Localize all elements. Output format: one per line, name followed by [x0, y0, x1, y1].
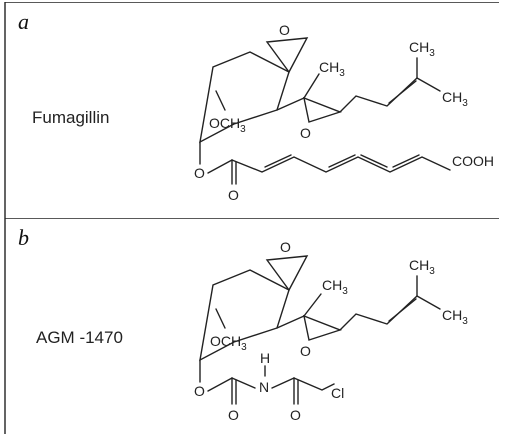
- isoprenyl-double-bond: [388, 80, 417, 104]
- atom-carbonyl-oxygen-2: O: [290, 407, 301, 423]
- atom-epoxide-oxygen: O: [279, 22, 290, 38]
- atom-epoxide-oxygen: O: [280, 239, 291, 255]
- bond-methyl: [303, 293, 322, 317]
- side-epoxide: [303, 96, 343, 123]
- bond-methyl: [303, 73, 320, 99]
- side-epoxide: [303, 314, 343, 341]
- bond-methoxy: [215, 308, 226, 329]
- atom-methyl: CH3: [322, 277, 348, 297]
- polyene-double-4: [392, 154, 420, 168]
- polyene-double-1: [264, 154, 292, 168]
- atom-methoxy: OCH3: [210, 333, 247, 353]
- panel-b-agm1470: b AGM -1470 O OCH3 CH3 O CH3 CH3 O O H N…: [4, 218, 499, 434]
- isoprenyl-chain: [339, 295, 418, 331]
- bond-to-acyl: [271, 377, 295, 389]
- compound-name-fumagillin: Fumagillin: [32, 108, 109, 127]
- panel-b-frame: [4, 218, 499, 434]
- atom-carboxylic-acid: COOH: [452, 153, 494, 169]
- bond-to-nitrogen: [231, 377, 256, 389]
- spiro-epoxide: [265, 255, 309, 292]
- polyene-chain: [231, 156, 451, 173]
- compound-name-agm1470: AGM -1470: [36, 328, 123, 347]
- bond-to-epoxide: [276, 97, 305, 111]
- panel-a-fumagillin: a Fumagillin O OCH3 CH3 O CH3 CH3 O O: [4, 2, 499, 218]
- atom-carbonyl-oxygen-1: O: [228, 407, 239, 423]
- atom-ester-oxygen: O: [194, 165, 205, 181]
- atom-isoprenyl-methyl-top: CH3: [409, 39, 435, 59]
- atom-isoprenyl-methyl-top: CH3: [409, 257, 435, 277]
- isoprenyl-double-bond: [388, 298, 417, 322]
- spiro-epoxide: [265, 37, 309, 74]
- atom-amide-nitrogen: N: [259, 379, 269, 395]
- atom-isoprenyl-methyl-right: CH3: [442, 307, 468, 327]
- bond-ester: [207, 159, 233, 174]
- atom-chlorine: Cl: [331, 385, 344, 401]
- panel-a-letter: a: [18, 9, 29, 34]
- bond-isoprenyl-methyl-right: [416, 295, 441, 310]
- panel-a-frame: [4, 2, 499, 218]
- atom-amide-hydrogen: H: [260, 350, 270, 366]
- agm1470-structure: b AGM -1470 O OCH3 CH3 O CH3 CH3 O O H N…: [4, 218, 499, 434]
- atom-methyl: CH3: [319, 59, 345, 79]
- atom-ring-oxygen: O: [300, 125, 311, 141]
- polyene-double-2: [328, 154, 356, 168]
- bond-carbamate: [207, 377, 233, 392]
- fumagillin-structure: a Fumagillin O OCH3 CH3 O CH3 CH3 O O: [4, 2, 499, 218]
- polyene-double-3: [360, 154, 388, 168]
- bond-to-epoxide: [276, 315, 305, 329]
- atom-carbamate-oxygen: O: [194, 383, 205, 399]
- atom-carbonyl-oxygen: O: [228, 187, 239, 203]
- isoprenyl-chain: [339, 77, 418, 113]
- panel-b-letter: b: [18, 225, 29, 250]
- bond-isoprenyl-methyl-right: [416, 77, 441, 92]
- atom-methoxy: OCH3: [209, 115, 246, 135]
- bond-chloromethyl: [293, 377, 335, 391]
- atom-ring-oxygen: O: [300, 343, 311, 359]
- bond-methoxy: [215, 90, 226, 111]
- atom-isoprenyl-methyl-right: CH3: [442, 89, 468, 109]
